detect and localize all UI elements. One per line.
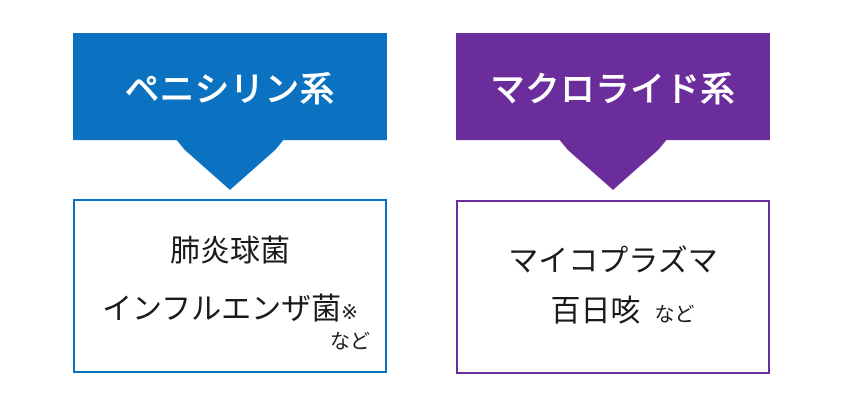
penicillin-etc-label: など <box>330 331 370 353</box>
macrolide-examples-box: マイコプラズマ 百日咳など <box>456 200 770 374</box>
example-pertussis-text: 百日咳 <box>550 295 641 328</box>
penicillin-header-label: ペニシリン系 <box>125 71 335 109</box>
footnote-reference-mark: ※ <box>341 302 358 324</box>
macrolide-header-label: マクロライド系 <box>490 71 736 109</box>
example-haemophilus-influenzae: インフルエンザ菌※ <box>75 293 385 330</box>
penicillin-examples-box: 肺炎球菌 インフルエンザ菌※ など <box>73 199 387 373</box>
macrolide-etc-label: など <box>654 304 695 326</box>
macrolide-callout-banner: マクロライド系 <box>456 33 770 190</box>
example-mycoplasma: マイコプラズマ <box>508 245 718 278</box>
example-pneumococcus: 肺炎球菌 <box>170 235 290 268</box>
penicillin-callout-banner: ペニシリン系 <box>73 33 387 190</box>
example-pertussis: 百日咳など <box>477 295 768 332</box>
example-haemophilus-influenzae-text: インフルエンザ菌 <box>102 293 342 326</box>
